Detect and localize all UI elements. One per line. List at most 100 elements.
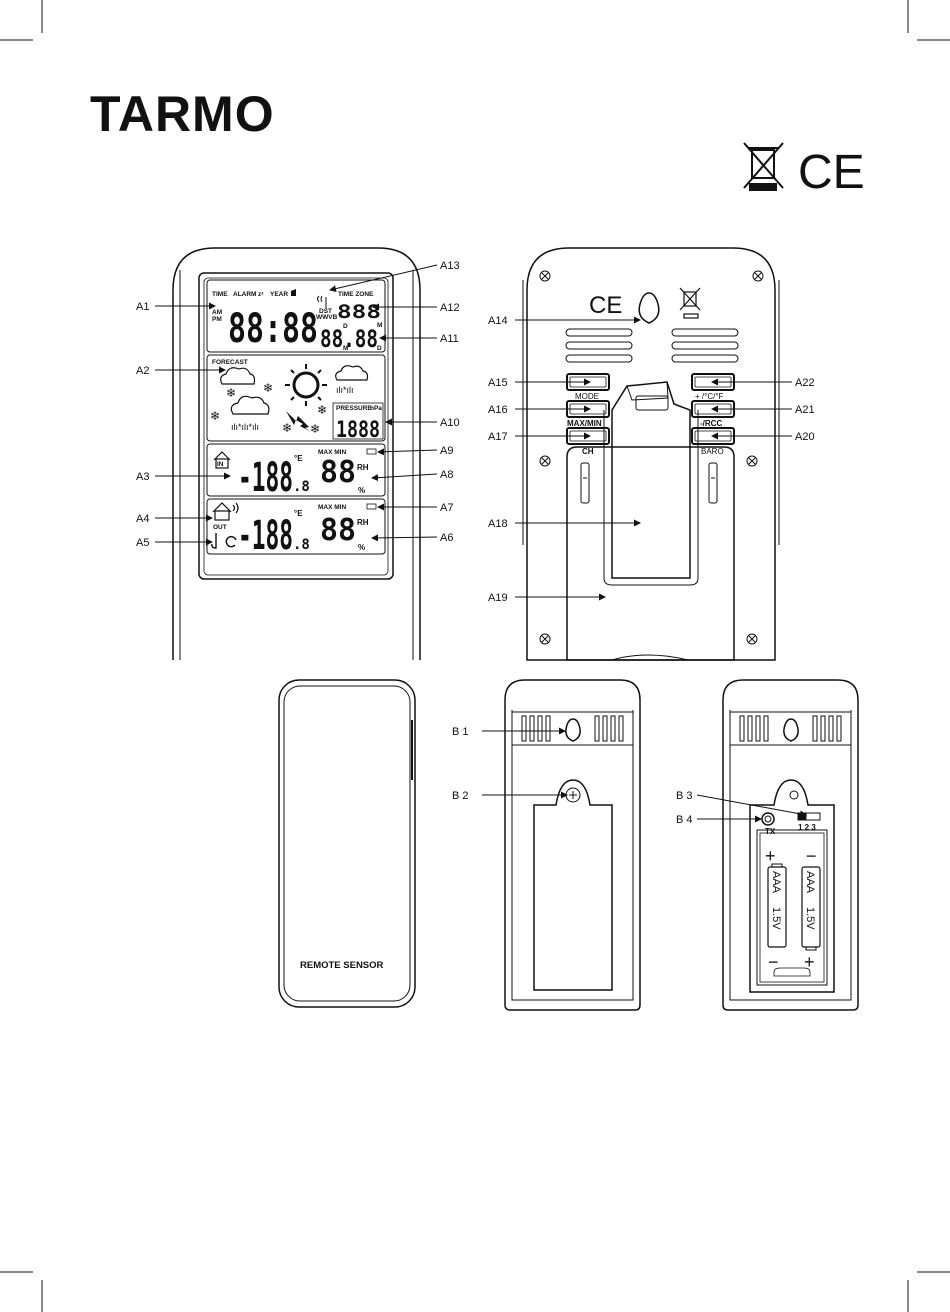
remote-sensor-open — [722, 679, 859, 1011]
clock-digits: 88:88 — [228, 306, 318, 352]
label-a17: A17 — [488, 431, 508, 443]
label-a20: A20 — [795, 431, 815, 443]
date-digits: 88.88 — [320, 325, 378, 353]
right-plus: + — [804, 952, 815, 972]
label-a9: A9 — [440, 445, 453, 457]
unit-label: + /°C/°F — [695, 392, 724, 401]
sun-icon — [285, 364, 327, 406]
label-a16: A16 — [488, 404, 508, 416]
indoor-temp-decimal: .8 — [293, 479, 310, 495]
ch-label: CH — [582, 447, 594, 456]
outdoor-home-icon — [212, 502, 239, 521]
stand — [566, 446, 735, 661]
right-volt: 1.5V — [804, 907, 816, 930]
forecast-label: FORECAST — [212, 359, 248, 366]
svg-text:ılı*ılı: ılı*ılı — [336, 385, 354, 395]
label-a11: A11 — [440, 333, 459, 345]
pm-label: PM — [212, 316, 222, 323]
outdoor-unit: °E — [294, 509, 303, 518]
time-zone-digits: 888 — [337, 301, 381, 323]
outdoor-temp-decimal: .8 — [293, 537, 310, 553]
left-volt: 1.5V — [770, 907, 782, 930]
label-a4: A4 — [136, 513, 149, 525]
stand-clip — [611, 381, 691, 579]
battery-cover — [533, 779, 613, 991]
label-a1: A1 — [136, 301, 149, 313]
label-b2: B 2 — [452, 790, 469, 802]
sensor-hang-hole — [565, 718, 581, 742]
time-zone-label: TIME ZONE — [338, 291, 374, 298]
sensor-back-callouts — [482, 727, 568, 799]
cover-screw-icon — [565, 787, 581, 803]
back-ce-mark: CE — [589, 292, 622, 319]
dst-label: DST — [319, 308, 332, 315]
indoor-home-icon — [213, 451, 231, 469]
label-a2: A2 — [136, 365, 149, 377]
am-label: AM — [212, 309, 222, 316]
label-a19: A19 — [488, 592, 508, 604]
crossed-bin-icon — [743, 142, 784, 191]
svg-text:❄: ❄ — [210, 409, 220, 423]
svg-text:❄: ❄ — [282, 421, 292, 435]
time-section — [206, 279, 386, 353]
back-unit: CE — [522, 247, 780, 661]
svg-text:❄: ❄ — [263, 381, 273, 395]
vent-slots — [565, 328, 739, 363]
date-d-left: D — [343, 323, 348, 330]
hpa-label: hPa — [370, 405, 382, 412]
indoor-unit: °E — [294, 454, 303, 463]
bell-icon — [291, 289, 296, 296]
year-label: YEAR — [270, 291, 288, 298]
tx-label: TX — [765, 827, 776, 836]
indoor-battery-icon — [366, 448, 377, 455]
remote-sensor-front — [278, 679, 416, 1008]
outdoor-battery-icon — [366, 503, 377, 510]
right-minus: − — [806, 846, 817, 866]
back-buttons: MODE MAX/MIN CH + /°C/°F -/RCC BARO — [566, 373, 735, 456]
svg-text:❄: ❄ — [310, 422, 320, 436]
pressure-label: PRESSURE — [336, 405, 372, 412]
label-a18: A18 — [488, 518, 508, 530]
date-m-left: M — [343, 345, 348, 352]
right-aaa: AAA — [804, 871, 816, 894]
label-a21: A21 — [795, 404, 815, 416]
sensor-open-callouts — [696, 794, 807, 823]
front-callouts — [155, 264, 438, 546]
trend-icon — [211, 533, 237, 549]
back-bin-icon — [679, 287, 701, 319]
wwvb-label: WWVB — [316, 314, 338, 321]
label-a3: A3 — [136, 471, 149, 483]
mode-label: MODE — [575, 392, 599, 401]
front-unit: TIME ALARM zᶻ YEAR AM PM 88:88 DST WWVB … — [172, 247, 421, 660]
label-b1: B 1 — [452, 726, 469, 738]
cloud-icon — [220, 365, 369, 415]
remote-sensor-back — [504, 679, 641, 1011]
label-a6: A6 — [440, 532, 453, 544]
svg-text:❄: ❄ — [317, 403, 327, 417]
screw-icon — [539, 270, 764, 645]
indoor-temp-digits: -188 — [238, 455, 293, 501]
remote-sensor-label: REMOTE SENSOR — [300, 960, 384, 971]
date-d-right: D — [377, 345, 382, 352]
back-callouts — [515, 316, 792, 601]
maxmin-label: MAX/MIN — [567, 419, 602, 428]
rcc-signal-icon — [317, 295, 327, 309]
label-b4: B 4 — [676, 814, 693, 826]
indoor-humidity-digits: 88 — [320, 455, 356, 490]
outdoor-section — [206, 498, 386, 555]
snooze-label: zᶻ — [258, 291, 264, 298]
left-plus: + — [765, 846, 776, 866]
svg-text:ılı*ılı*ılı: ılı*ılı*ılı — [231, 422, 259, 432]
indoor-percent: % — [358, 486, 365, 495]
outdoor-rh: RH — [357, 518, 369, 527]
tx-button[interactable] — [761, 812, 775, 826]
label-a14: A14 — [488, 315, 508, 327]
outdoor-maxmin: MAX MIN — [318, 504, 346, 511]
label-a22: A22 — [795, 377, 815, 389]
battery-compartment — [756, 829, 828, 986]
storm-icon — [286, 411, 311, 432]
alarm-label: ALARM — [233, 291, 256, 298]
outdoor-percent: % — [358, 543, 365, 552]
out-label: OUT — [213, 524, 227, 531]
